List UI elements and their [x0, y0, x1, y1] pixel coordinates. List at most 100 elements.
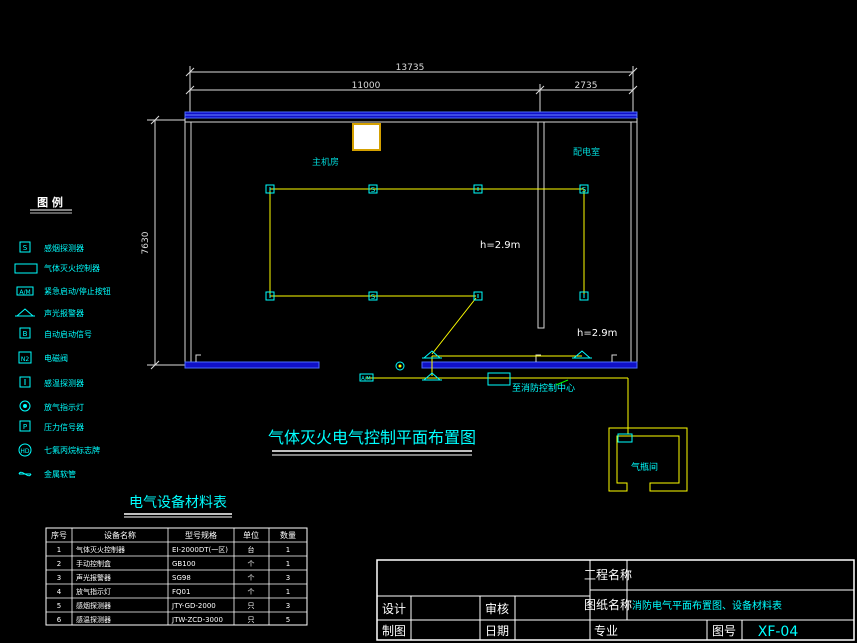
tb-number: XF-04: [758, 624, 799, 640]
svg-text:HD: HD: [20, 448, 30, 455]
detector-smoke-2: S: [579, 184, 589, 194]
tb-project-label: 工程名称: [584, 567, 632, 582]
wiring: [269, 188, 629, 434]
svg-text:金属软管: 金属软管: [44, 469, 76, 479]
tb-review: 审核: [485, 601, 509, 616]
th-0: 序号: [51, 530, 67, 540]
detector-heat-1: [265, 184, 275, 194]
dimension-right: 2735: [575, 81, 598, 91]
svg-text:A/M: A/M: [361, 376, 370, 382]
svg-text:声光报警器: 声光报警器: [44, 308, 84, 318]
detector-heat-4: [473, 291, 483, 301]
svg-text:A/M: A/M: [19, 289, 30, 296]
table-row-2-qty: 1: [286, 560, 290, 568]
legend-item-9: HD 七氟丙烷标志牌: [18, 443, 100, 457]
svg-text:气体灭火控制器: 气体灭火控制器: [44, 263, 100, 273]
dimension-left: 11000: [352, 81, 381, 91]
tb-number-label: 图号: [712, 624, 736, 638]
legend-item-5: N2 电磁阀: [18, 351, 68, 364]
th-2: 型号规格: [185, 530, 217, 540]
detector-smoke-1: S: [368, 184, 378, 194]
table-row-4-model: FQ01: [172, 588, 190, 596]
drawing-title: 气体灭火电气控制平面布置图: [268, 428, 476, 447]
detector-smoke-3: S: [368, 291, 378, 301]
table-row-6-qty: 5: [286, 616, 290, 624]
dimension-lines: [147, 66, 638, 370]
svg-text:七氟丙烷标志牌: 七氟丙烷标志牌: [44, 445, 100, 455]
svg-text:压力信号器: 压力信号器: [44, 422, 84, 432]
svg-text:B: B: [23, 330, 28, 338]
detector-heat-5: [579, 291, 589, 301]
dimension-overall: 13735: [396, 63, 425, 73]
legend-title: 图 例: [37, 195, 63, 209]
tb-discipline: 专业: [594, 623, 618, 638]
table-row-1-name: 气体灭火控制器: [76, 545, 125, 554]
svg-text:S: S: [371, 293, 376, 301]
table-row-1-no: 1: [57, 546, 61, 554]
table-row-1-model: EI-2000DT(一区): [172, 546, 228, 554]
table-row-2-no: 2: [57, 560, 61, 568]
table-row-2-name: 手动控制盒: [76, 559, 111, 568]
legend-item-3: 声光报警器: [15, 308, 84, 318]
release-indicator: [395, 361, 405, 371]
table-row-2-model: GB100: [172, 560, 196, 568]
legend-item-6: 感温探测器: [19, 376, 84, 388]
svg-text:放气指示灯: 放气指示灯: [44, 402, 84, 412]
svg-text:感温探测器: 感温探测器: [44, 378, 84, 388]
bottle-room: [608, 427, 688, 492]
room-main: 主机房: [312, 156, 339, 168]
manual-button: A/M: [359, 373, 374, 382]
room-height-dist: h=2.9m: [577, 328, 617, 339]
table-row-4-unit: 个: [248, 588, 255, 596]
svg-text:电磁阀: 电磁阀: [44, 353, 68, 363]
legend-item-7: 放气指示灯: [19, 400, 84, 412]
table-row-3-no: 3: [57, 574, 61, 582]
legend-item-4: B 自动启动信号: [19, 327, 92, 339]
walls: [184, 111, 638, 369]
room-bottle: 气瓶间: [631, 461, 658, 473]
table-row-3-name: 声光报警器: [76, 573, 111, 582]
control-box: [487, 372, 511, 386]
th-4: 数量: [280, 530, 296, 540]
table-row-5-model: JTY-GD-2000: [171, 602, 216, 610]
tb-date: 日期: [485, 624, 509, 638]
th-1: 设备名称: [104, 530, 136, 540]
svg-text:S: S: [23, 244, 28, 252]
material-table: 序号 设备名称 型号规格 单位 数量 1 气体灭火控制器 EI-2000DT(一…: [45, 527, 308, 626]
room-height-main: h=2.9m: [480, 240, 520, 251]
detector-heat-3: [265, 291, 275, 301]
svg-text:S: S: [582, 186, 587, 194]
table-row-6-no: 6: [57, 616, 62, 624]
legend: 图 例 S 感烟探测器 气体灭火控制器 A/M 紧急启动/停止按钮 声光报警器 …: [14, 195, 111, 479]
table-row-4-name: 放气指示灯: [76, 587, 111, 596]
legend-item-2: A/M 紧急启动/停止按钮: [16, 286, 111, 296]
svg-text:感烟探测器: 感烟探测器: [44, 243, 84, 253]
legend-item-8: P 压力信号器: [19, 420, 84, 432]
svg-text:S: S: [371, 186, 376, 194]
svg-text:紧急启动/停止按钮: 紧急启动/停止按钮: [44, 286, 111, 296]
table-row-4-qty: 1: [286, 588, 290, 596]
table-row-5-name: 感烟探测器: [76, 601, 111, 610]
tb-drawing-name-label: 图纸名称: [584, 597, 632, 612]
table-row-6-model: JTW-ZCD-3000: [171, 616, 223, 624]
room-dist: 配电室: [573, 146, 600, 158]
table-row-6-name: 感温探测器: [76, 615, 111, 624]
tb-draw: 制图: [382, 624, 406, 638]
control-arrow: [555, 379, 569, 386]
alarm-2: [572, 350, 592, 359]
dimension-height: 7630: [141, 231, 151, 254]
th-3: 单位: [243, 530, 259, 540]
table-row-1-unit: 台: [248, 545, 255, 554]
control-center-label: 至消防控制中心: [512, 382, 575, 394]
table-row-3-qty: 3: [286, 574, 290, 582]
alarm-1: [422, 350, 442, 359]
legend-item-1: 气体灭火控制器: [14, 263, 100, 274]
detector-heat-2: [473, 184, 483, 194]
table-row-6-unit: 只: [248, 616, 255, 624]
svg-text:P: P: [23, 423, 27, 431]
table-row-3-model: SG98: [172, 574, 191, 582]
legend-item-10: 金属软管: [18, 469, 76, 479]
tb-design: 设计: [382, 602, 406, 616]
table-row-5-no: 5: [57, 602, 61, 610]
table-row-2-unit: 个: [248, 560, 255, 568]
